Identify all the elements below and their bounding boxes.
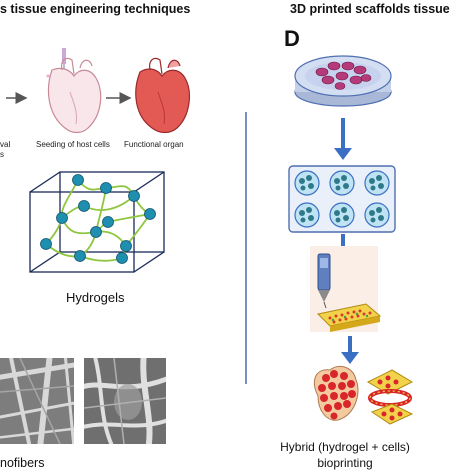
- nanofiber-sem-image-2: [84, 358, 166, 444]
- left-panel-header: s tissue engineering techniques: [0, 2, 191, 16]
- right-panel-header: 3D printed scaffolds tissue: [290, 2, 450, 16]
- bioprinting-caption-line1: Hybrid (hydrogel + cells): [280, 440, 410, 454]
- bioprinter-icon: [310, 246, 382, 332]
- well-plate-icon: [288, 165, 396, 233]
- panel-letter: D: [284, 26, 300, 51]
- nanofibers-label: nofibers: [0, 456, 45, 470]
- pale-heart-icon: [47, 57, 102, 134]
- printed-organ-constructs: [314, 365, 414, 425]
- seeding-caption: Seeding of host cells: [36, 140, 110, 149]
- cube-edges: [29, 171, 165, 273]
- functional-organ-caption: Functional organ: [124, 140, 184, 149]
- hydrogels-label: Hydrogels: [66, 290, 125, 305]
- petri-dish-icon: [294, 55, 392, 107]
- functional-heart-icon: [135, 57, 191, 134]
- hydrogel-nodes: [40, 174, 156, 264]
- nanofiber-sem-image-1: [0, 358, 74, 444]
- decell-caption-left-line2: s: [0, 150, 4, 159]
- bioprinting-caption-line2: bioprinting: [317, 456, 373, 470]
- decell-caption-left-line1: val: [0, 140, 11, 149]
